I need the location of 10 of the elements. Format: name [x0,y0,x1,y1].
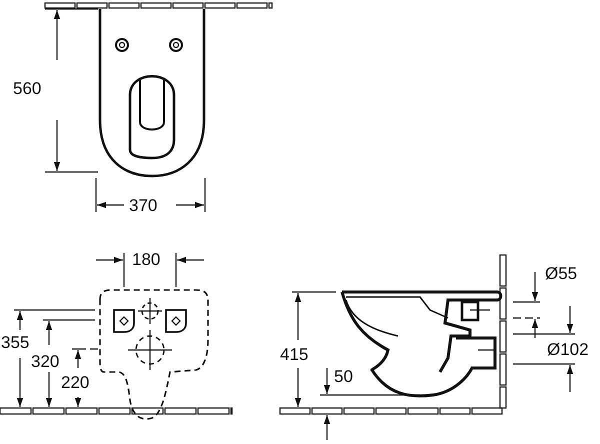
dimension-label: Ø102 [546,341,590,358]
dimension-label: Ø55 [544,265,578,282]
dimension-label: 180 [131,251,162,268]
dimension-label: 560 [12,80,42,97]
dimension-label: 370 [128,197,158,214]
dimension-label: 415 [279,346,310,363]
dimension-label: 320 [30,353,60,370]
dimension-label: 355 [0,334,30,351]
dimension-label: 220 [60,374,90,391]
dimension-label: 50 [333,368,354,385]
